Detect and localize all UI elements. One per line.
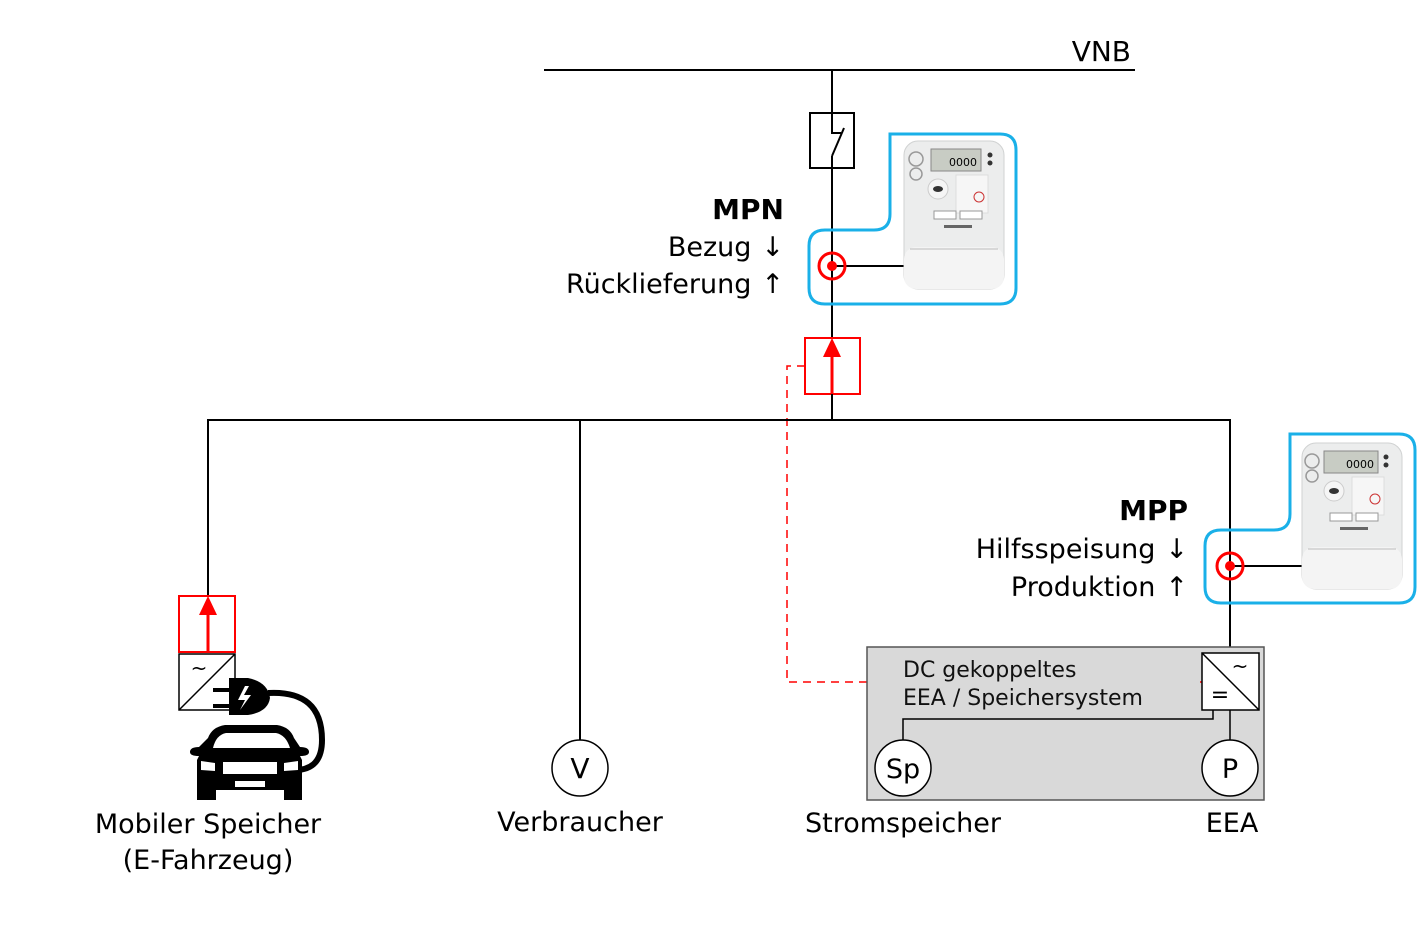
measurement-point-icon — [817, 251, 847, 281]
meter-mpp-line-2: Produktion ↑ — [1011, 572, 1188, 603]
distribution-bus — [207, 419, 1231, 648]
arrow-up-icon: ↑ — [761, 269, 784, 300]
arrow-down-icon: ↓ — [1165, 534, 1188, 565]
flow-direction-sensor-ev — [178, 595, 236, 653]
meter-mpp-produktion-label: Produktion — [1011, 572, 1155, 603]
inverter-icon: ~ = — [1201, 652, 1260, 711]
smart-meter-icon: 0000 — [1301, 442, 1403, 590]
meter-mpp-name: MPP — [1119, 494, 1188, 527]
consumer-symbol-circle — [551, 739, 609, 797]
meter-mpn-line-1: Bezug ↓ — [668, 232, 784, 263]
meter-mpp-hilfsspeisung-label: Hilfsspeisung — [976, 534, 1156, 565]
meter-mpn[interactable]: 0000 MPN Bezug ↓ Rücklieferung ↑ — [566, 132, 1018, 306]
storage-symbol-circle — [874, 739, 932, 797]
storage-symbol: Sp — [886, 754, 920, 785]
meter-mpn-bezug-label: Bezug — [668, 232, 752, 263]
meter-mpn-name: MPN — [712, 193, 784, 226]
charging-plug-icon — [213, 678, 326, 773]
flow-direction-sensor-main — [804, 337, 861, 420]
meter-mpn-display: 0000 — [949, 156, 977, 169]
inverter-dc-symbol: = — [1211, 683, 1229, 708]
dc-system-box — [866, 646, 1265, 801]
dc-link-storage — [902, 710, 1214, 740]
ev-branch[interactable]: ~ Mobiler Speicher (E-Fahrzeug) — [95, 595, 326, 876]
generation-label: EEA — [1206, 808, 1259, 839]
meter-mpp-outline — [1203, 432, 1417, 605]
arrow-up-icon: ↑ — [1165, 572, 1188, 603]
dc-coupled-system[interactable]: DC gekoppeltes EEA / Speichersystem ~ = … — [866, 646, 1265, 801]
consumer-label: Verbraucher — [497, 807, 664, 838]
consumer-symbol: V — [570, 752, 589, 785]
dc-system-title-line-1: DC gekoppeltes — [903, 658, 1076, 683]
generation-symbol: P — [1222, 754, 1238, 785]
meter-mpp-line-1: Hilfsspeisung ↓ — [976, 534, 1188, 565]
dc-system-title-line-2: EEA / Speichersystem — [903, 686, 1143, 711]
meter-mpp[interactable]: 0000 MPP Hilfsspeisung ↓ Produktion ↑ — [976, 432, 1417, 605]
generation-symbol-circle — [1201, 739, 1259, 797]
meter-mpn-outline — [807, 132, 1018, 306]
ac-symbol: ~ — [191, 656, 208, 680]
inverter-ac-symbol: ~ — [1232, 654, 1249, 678]
smart-meter-icon: 0000 — [903, 140, 1005, 290]
consumer-branch[interactable]: V Verbraucher — [497, 739, 664, 838]
ev-label-line-2: (E-Fahrzeug) — [123, 845, 294, 876]
grid-supply-label: VNB — [1072, 35, 1131, 68]
measurement-point-icon — [1215, 551, 1245, 581]
meter-mpp-display: 0000 — [1346, 458, 1374, 471]
arrow-down-icon: ↓ — [761, 232, 784, 263]
ev-inverter-icon: ~ — [178, 653, 236, 711]
meter-mpn-ruecklieferung-label: Rücklieferung — [566, 269, 751, 300]
circuit-breaker-icon — [809, 112, 855, 169]
ev-label-line-1: Mobiler Speicher — [95, 809, 322, 840]
meter-mpn-line-2: Rücklieferung ↑ — [566, 269, 784, 300]
control-signal-line — [786, 365, 1200, 683]
storage-label: Stromspeicher — [805, 808, 1002, 839]
electric-car-icon — [190, 725, 309, 800]
